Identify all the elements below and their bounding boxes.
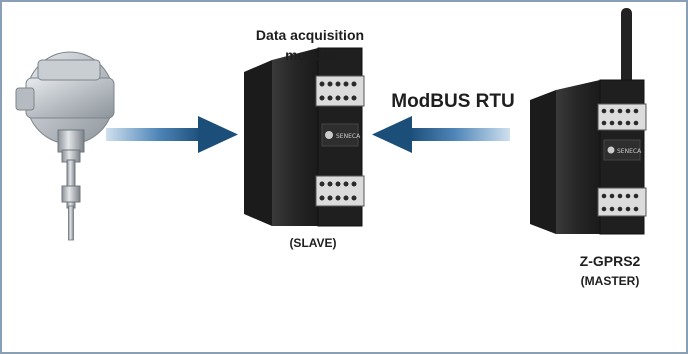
arrow-master-to-slave — [372, 116, 510, 153]
din-rail-module-icon: SENECA — [244, 47, 365, 227]
thermocouple-probe-icon — [15, 51, 115, 241]
master-brand-text: SENECA — [617, 148, 642, 155]
module-title: Data acquisition module — [255, 27, 365, 63]
master-role-label: (MASTER) — [580, 274, 640, 288]
arrow-sensor-to-slave — [106, 116, 238, 153]
slave-label: (SLAVE) — [289, 236, 337, 250]
protocol-label: ModBUS RTU — [391, 91, 515, 112]
slave-brand-text: SENECA — [336, 133, 361, 140]
master-name-label: Z-GPRS2 — [579, 253, 641, 269]
gprs-module-antenna-icon: SENECA — [530, 8, 647, 235]
